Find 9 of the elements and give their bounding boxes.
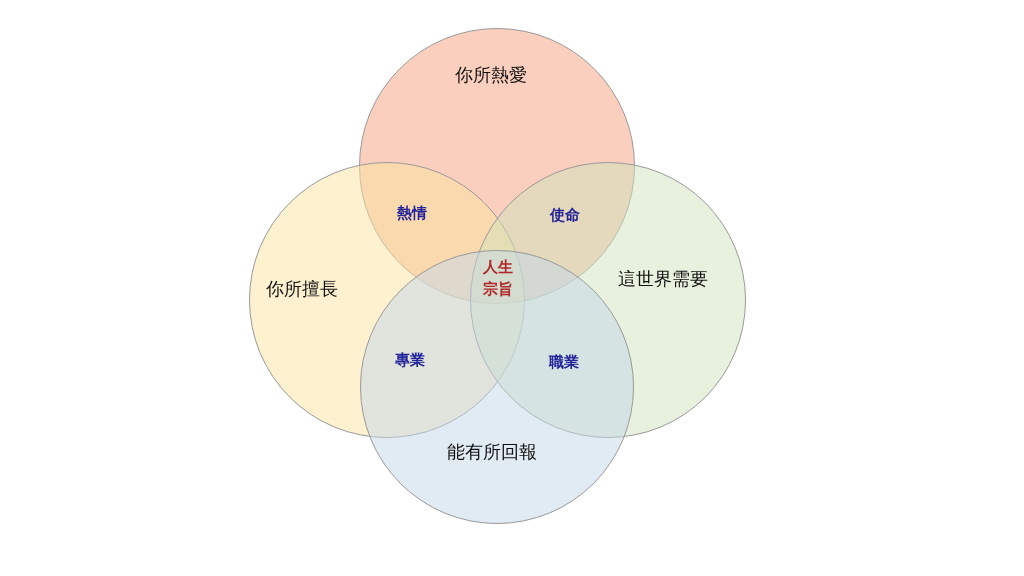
overlap-label: 專業 <box>394 350 426 370</box>
overlap-label: 職業 <box>547 352 580 372</box>
circle-label: 你所熱愛 <box>455 63 527 87</box>
circle-label: 能有所回報 <box>447 440 537 464</box>
center-label: 人生宗旨 <box>482 257 514 300</box>
overlap-label: 使命 <box>548 205 581 225</box>
circle-label: 你所擅長 <box>266 277 338 301</box>
overlap-label: 熱情 <box>396 203 428 223</box>
circle-label: 這世界需要 <box>618 267 708 291</box>
